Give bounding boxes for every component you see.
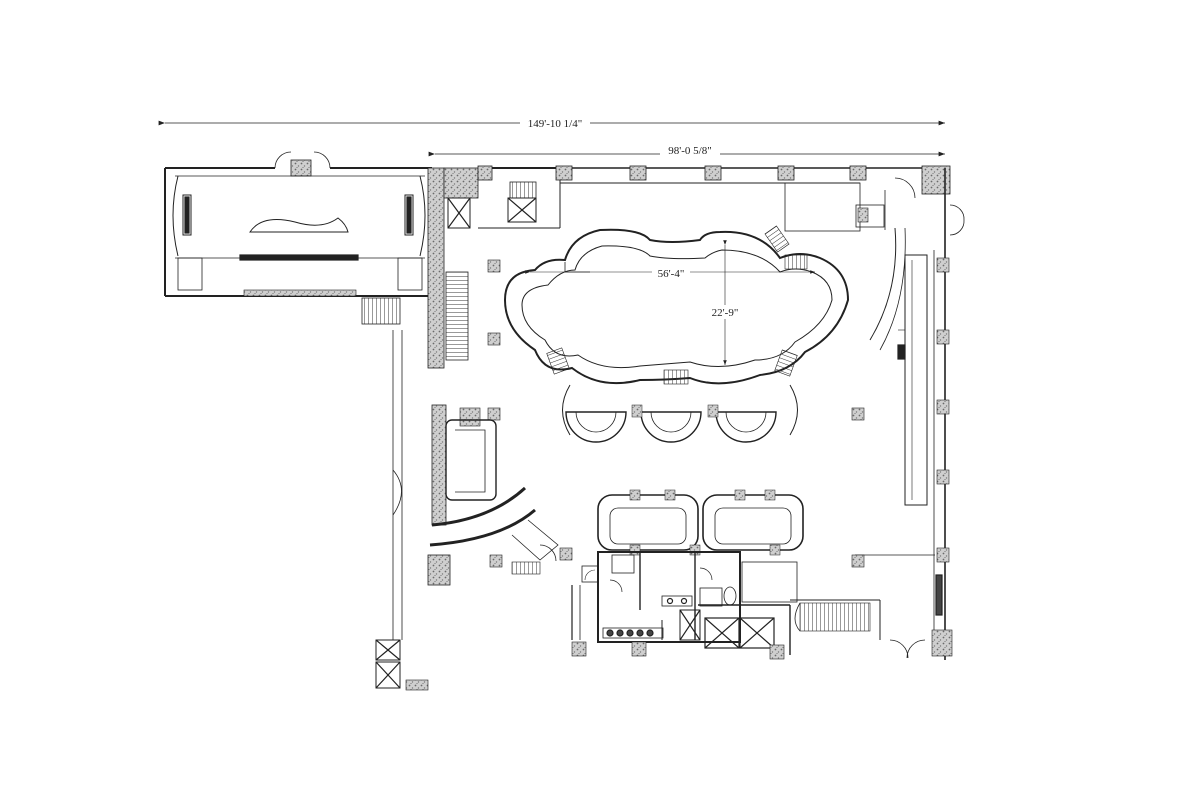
central-bar xyxy=(503,225,850,385)
floor-columns xyxy=(487,259,865,568)
west-corridor xyxy=(392,330,403,640)
main-width-label-group: 98'-0 5/8" xyxy=(660,143,720,157)
service-core-south xyxy=(679,561,926,660)
round-booths xyxy=(562,384,798,443)
bar-depth-label: 22'-9" xyxy=(712,307,739,319)
left-wing-room xyxy=(164,151,432,325)
bar-depth-label-group: 22'-9" xyxy=(705,305,745,319)
east-wall xyxy=(855,168,953,660)
bar-length-label: 56'-4" xyxy=(658,268,685,280)
west-lounge xyxy=(429,407,573,575)
main-width-label: 98'-0 5/8" xyxy=(668,145,711,157)
restrooms xyxy=(571,551,741,657)
overall-width-label-group: 149'-10 1/4" xyxy=(520,116,590,130)
overall-width-label: 149'-10 1/4" xyxy=(528,118,582,130)
bar-length-label-group: 56'-4" xyxy=(652,266,690,280)
north-wall xyxy=(477,165,965,236)
lounge-booths xyxy=(597,489,804,556)
west-masonry-wall xyxy=(427,167,479,586)
southwest-service xyxy=(375,639,429,691)
